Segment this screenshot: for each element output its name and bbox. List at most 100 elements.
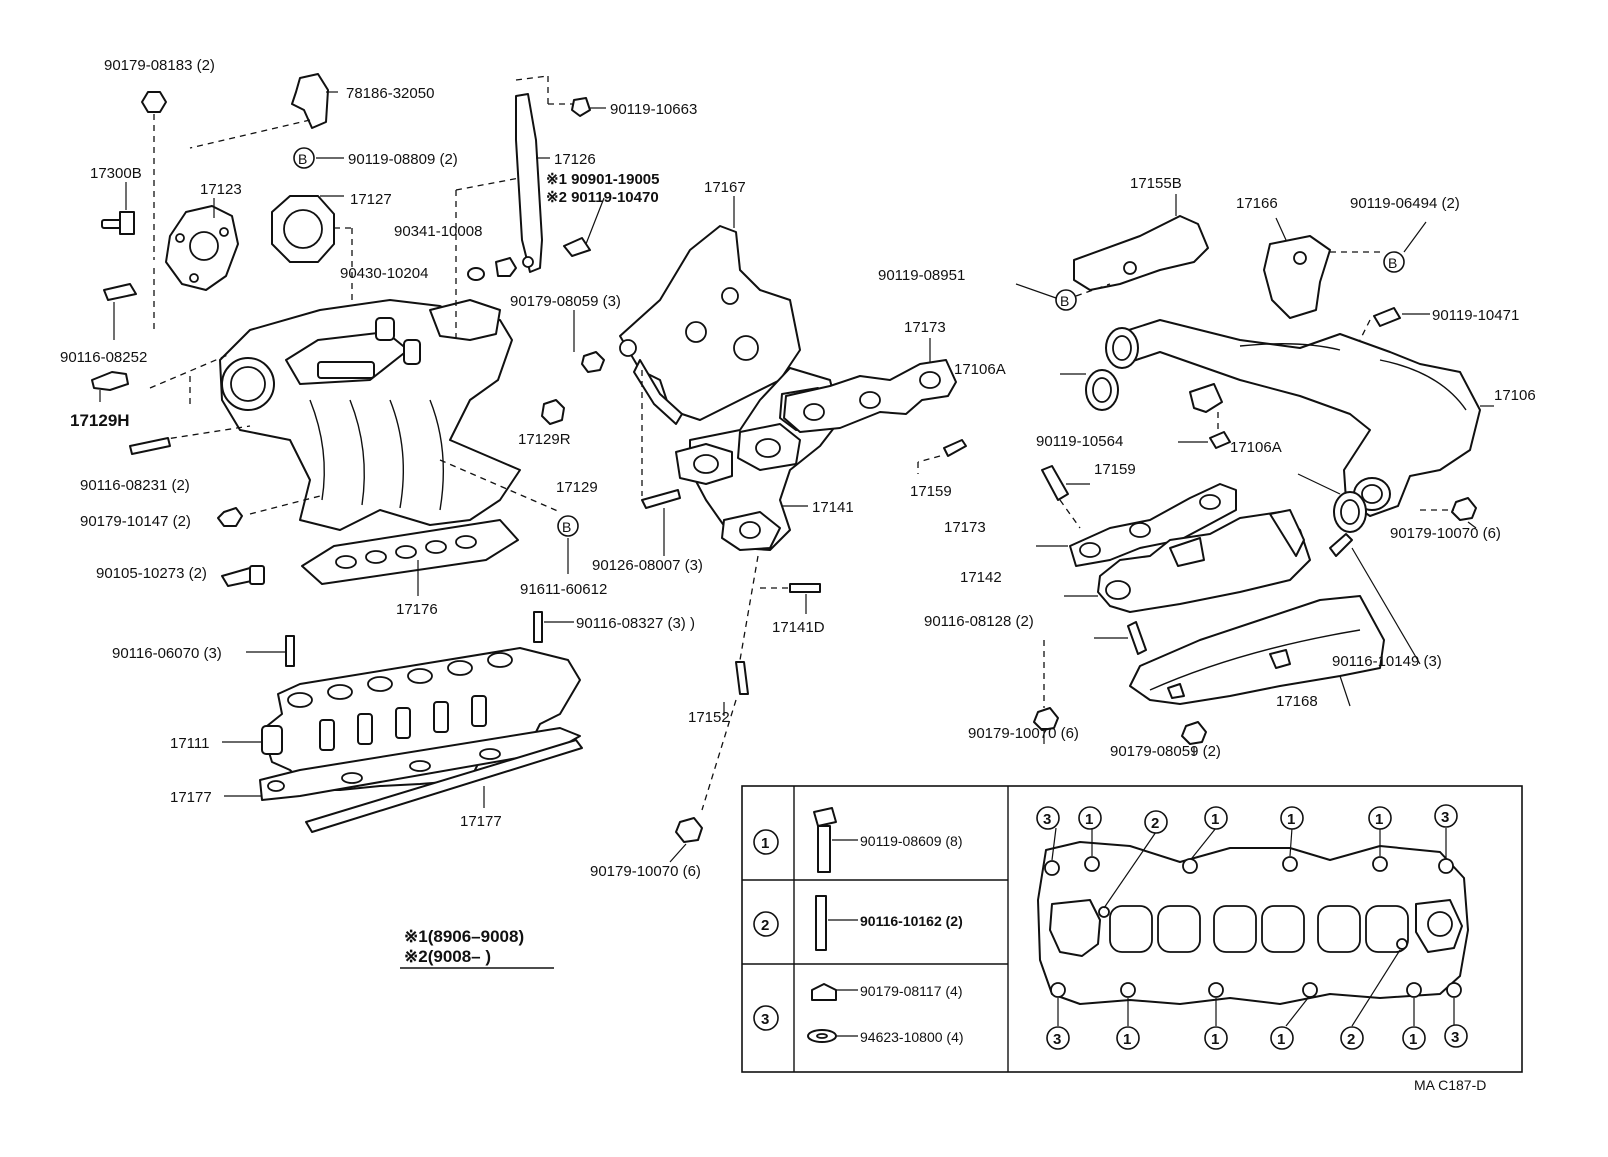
svg-text:3: 3 <box>1053 1031 1061 1048</box>
date-notes: ※1(8906–9008) ※2(9008– ) <box>400 927 554 969</box>
label-p20: ※1 90901-19005 <box>546 171 660 188</box>
lower-intake-17111 <box>222 647 581 791</box>
svg-text:1: 1 <box>1409 1031 1417 1048</box>
label-p51: 17168 <box>1276 693 1318 710</box>
fastener-table: 1 90119-08609 (8) 2 90116-10162 (2) 3 90… <box>741 785 1523 1073</box>
label-p19: 17126 <box>554 151 596 168</box>
label-p43: 90119-10564 <box>1036 433 1123 450</box>
svg-text:1: 1 <box>1287 811 1295 828</box>
svg-text:3: 3 <box>1043 811 1051 828</box>
label-p14: 17129 <box>556 479 598 496</box>
label-p33: 17111 <box>170 735 210 752</box>
label-p15: 17129R <box>518 431 571 448</box>
label-p49: 90179-10070 (6) <box>968 725 1079 742</box>
svg-text:2: 2 <box>1151 815 1159 832</box>
cap-17129r <box>541 399 565 425</box>
label-p52: 90179-10070 (6) <box>1390 525 1501 542</box>
label-p30: 17152 <box>688 709 730 726</box>
stud-17141d <box>760 583 821 614</box>
heat-insulator-17168 <box>1129 595 1385 707</box>
label-p6: 17127 <box>350 191 392 208</box>
label-p53: 90179-08059 (2) <box>1110 743 1221 760</box>
label-p44: 17106A <box>1230 439 1282 456</box>
stud-90116-08327 <box>533 611 574 643</box>
bolt-pattern-bottom-marks: 3 1 1 1 2 1 3 <box>1046 1024 1468 1050</box>
label-p1: 90179-08183 (2) <box>104 57 215 74</box>
svg-text:1: 1 <box>1277 1031 1285 1048</box>
bolt-90119-10564 <box>1178 412 1231 449</box>
label-p34: 17177 <box>170 789 212 806</box>
figure-code: MA C187-D <box>1414 1077 1486 1093</box>
intake-dashed-leaders <box>149 175 561 515</box>
label-p37: 90119-08951 <box>878 267 965 284</box>
label-p48: 90116-08128 (2) <box>924 613 1034 630</box>
svg-text:1: 1 <box>1085 811 1093 828</box>
svg-text:1: 1 <box>1123 1031 1131 1048</box>
nut-90179-10070-lower <box>1033 640 1059 744</box>
fitting-nut-top <box>141 91 167 260</box>
label-p31: 90179-10070 (6) <box>590 863 701 880</box>
label-p47: 17142 <box>960 569 1002 586</box>
stud-17159-center <box>917 439 967 474</box>
stud-17300b <box>101 182 135 235</box>
label-p2: 78186-32050 <box>346 85 434 102</box>
bolt-pattern: 3 1 2 1 1 1 3 3 1 1 1 2 1 3 <box>1036 804 1469 1050</box>
svg-text:B: B <box>562 519 571 535</box>
label-p7: 90116-08252 <box>60 349 147 366</box>
svg-text:1: 1 <box>761 835 769 852</box>
table-row-3-part-a: 90179-08117 (4) <box>860 983 962 999</box>
b-marker-1: B <box>293 147 344 169</box>
flange-17123 <box>165 198 239 291</box>
gasket-17173-center <box>783 338 957 433</box>
label-p42: 17106 <box>1494 387 1536 404</box>
svg-text:3: 3 <box>1451 1029 1459 1046</box>
bolt-90119-10471 <box>1359 307 1430 341</box>
gasket-17177-b <box>305 739 583 833</box>
gasket-17173-right <box>1036 483 1237 567</box>
label-p32: 90116-06070 (3) <box>112 645 222 662</box>
label-p25: 17159 <box>910 483 952 500</box>
svg-text:3: 3 <box>1441 809 1449 826</box>
table-row-3: 3 90179-08117 (4) 94623-10800 (4) <box>753 983 964 1045</box>
stay-17126 <box>515 75 574 273</box>
label-p13: 91611-60612 <box>520 581 607 598</box>
sensor-17129h <box>91 371 129 402</box>
b-marker-2: B <box>557 515 579 574</box>
svg-text:1: 1 <box>1211 1031 1219 1048</box>
label-p4: 17300B <box>90 165 142 182</box>
part-labels: 90179-08183 (2) 78186-32050 90119-08809 … <box>60 57 1536 880</box>
table-row-1: 1 90119-08609 (8) <box>753 807 962 873</box>
label-p27: 90126-08007 (3) <box>592 557 703 574</box>
stud-90116-08231 <box>129 437 171 455</box>
label-p5: 17123 <box>200 181 242 198</box>
label-p45: 17159 <box>1094 461 1136 478</box>
exhaust-manifold-17142 <box>1064 509 1311 613</box>
label-p9: 90116-08231 (2) <box>80 477 190 494</box>
note-2: ※2(9008– ) <box>404 947 491 966</box>
label-p17: 90430-10204 <box>340 265 428 282</box>
stud-90116-10149 <box>1329 533 1421 665</box>
svg-text:2: 2 <box>1347 1031 1355 1048</box>
svg-text:1: 1 <box>1375 811 1383 828</box>
bolt-90105-10273 <box>221 565 265 587</box>
gasket-17106a-upper <box>1060 369 1119 411</box>
nut-90179-10070-right <box>1420 497 1477 529</box>
svg-text:1: 1 <box>1211 811 1219 828</box>
label-p35: 17177 <box>460 813 502 830</box>
label-p50: 90116-10149 (3) <box>1332 653 1442 670</box>
label-p39: 90119-06494 (2) <box>1350 195 1460 212</box>
label-p18: 90119-10663 <box>610 101 697 118</box>
stud-90116-06070 <box>246 635 295 667</box>
label-p38: 17166 <box>1236 195 1278 212</box>
gasket-17106a-lower <box>1297 473 1367 533</box>
stud-17159-right <box>1041 465 1090 529</box>
label-p11: 90105-10273 (2) <box>96 565 207 582</box>
heat-insulator-17167 <box>619 196 801 425</box>
b-marker-3: B <box>1015 283 1111 311</box>
washer-90430 <box>467 257 517 281</box>
intake-plenum-17129 <box>219 299 521 531</box>
b-marker-4: B <box>1383 221 1427 273</box>
label-p21: ※2 90119-10470 <box>546 189 659 206</box>
label-p28: 17141D <box>772 619 825 636</box>
